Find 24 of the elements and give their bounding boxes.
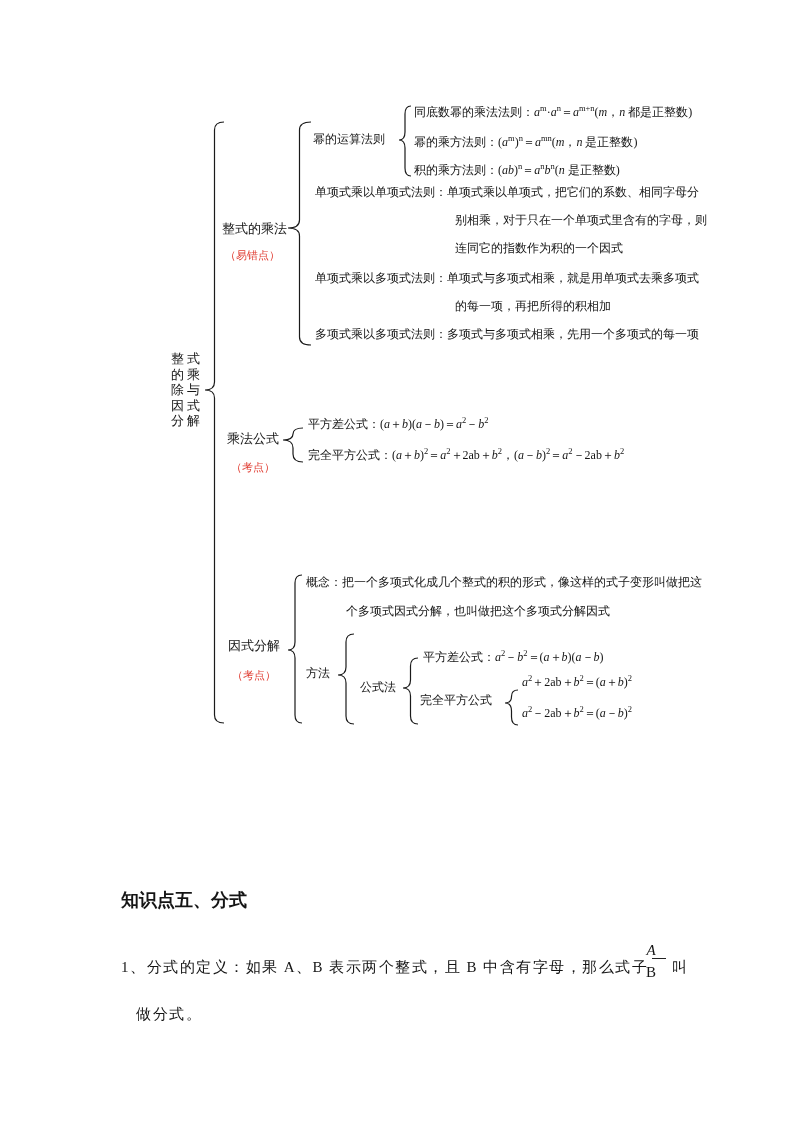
- formula-text: 平方差公式：(a＋b)(a－b)＝a$^{2}$－b$^{2}$: [308, 416, 489, 432]
- topic-label: 幂的运算法则: [313, 131, 385, 147]
- rule-text: 单项式乘以单项式法则：单项式乘以单项式，把它们的系数、相同字母分别相乘，对于只在一个单项式里含有的字母，则连同它的指数作为积的一个因式: [315, 184, 708, 257]
- formula-text: a$^{2}$＋2ab＋b$^{2}$＝(a＋b)$^{2}$: [522, 674, 633, 690]
- note-label: （考点）: [232, 668, 276, 683]
- note-label: （易错点）: [225, 248, 280, 263]
- formula-text: 完全平方公式：(a＋b)$^{2}$＝a$^{2}$＋2ab＋b$^{2}$，(a－b)$^{2}$＝a$^{2}$－2ab＋b$^{2}$: [308, 447, 625, 463]
- topic-label: 整式的乘除与因式分解: [171, 351, 204, 429]
- rule-text: 单项式乘以多项式法则：单项式与多项式相乘，就是用单项式去乘多项式的每一项，再把所得的积相加: [315, 270, 700, 315]
- definition-text: 概念：把一个多项式化成几个整式的积的形式，像这样的式子变形叫做把这个多项式因式分解，也叫做把这个多项式分解因式: [306, 574, 703, 620]
- topic-label: 完全平方公式: [420, 692, 492, 708]
- rule-text: 幂的乘方法则：(a$^{m}$)$^{n}$＝a$^{mn}$(m，n 是正整数): [414, 134, 638, 150]
- formula-text: a$^{2}$－2ab＋b$^{2}$＝(a－b)$^{2}$: [522, 705, 633, 721]
- note-label: （考点）: [231, 460, 275, 475]
- section-heading: 知识点五、分式: [121, 889, 247, 911]
- topic-label: 因式分解: [228, 638, 280, 655]
- topic-label: 方法: [306, 665, 330, 681]
- topic-label: 整式的乘法: [222, 221, 287, 238]
- rule-text: 多项式乘以多项式法则：多项式与多项式相乘，先用一个多项式的每一项: [315, 326, 699, 342]
- topic-label: 公式法: [360, 679, 396, 695]
- topic-label: 乘法公式: [227, 431, 279, 448]
- formula-text: 平方差公式：a$^{2}$－b$^{2}$＝(a＋b)(a－b): [423, 649, 604, 665]
- rule-text: 积的乘方法则：(ab)$^{n}$＝a$^{n}$b$^{n}$(n 是正整数): [414, 162, 620, 178]
- rule-text: 同底数幂的乘法法则：a$^{m}$·a$^{n}$＝a$^{m+n}$(m，n 都是正整数): [414, 104, 693, 120]
